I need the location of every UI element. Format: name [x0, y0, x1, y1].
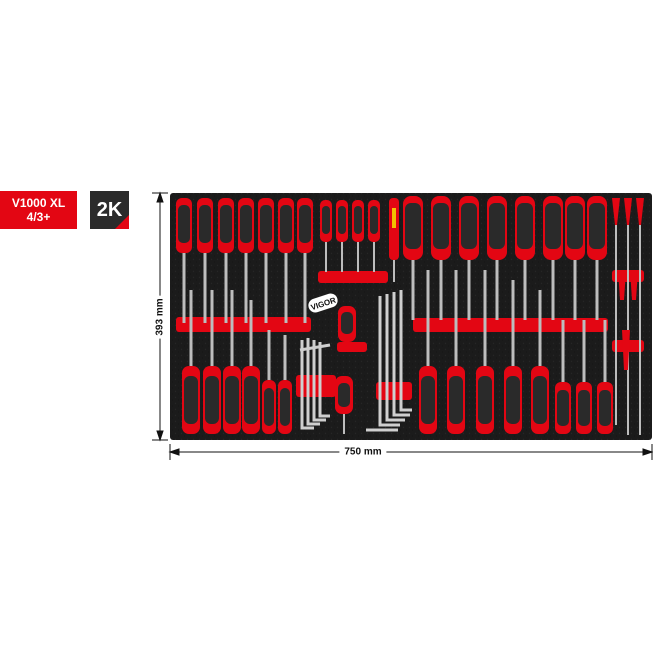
- model-name: V1000 XL: [11, 196, 66, 210]
- height-dimension-label: 393 mm: [154, 295, 166, 339]
- width-dimension-label: 750 mm: [339, 446, 387, 458]
- hex-key-set-left: [299, 338, 331, 430]
- two-component-badge: 2K: [90, 191, 129, 229]
- model-variant: 4/3+: [26, 210, 51, 224]
- bottom-right-screwdriver-set: [419, 270, 613, 434]
- top-left-screwdriver-set: [176, 198, 313, 323]
- model-badge: V1000 XL 4/3+: [0, 191, 77, 229]
- far-right-thin-tools: [612, 198, 644, 435]
- voltage-tester: [389, 198, 399, 282]
- bottom-left-screwdriver-set: [182, 290, 292, 434]
- hex-key-set-right: [366, 290, 412, 432]
- precision-screwdriver-set: [320, 200, 380, 272]
- badge-corner-triangle: [115, 215, 129, 229]
- center-stubby-screwdrivers: [335, 306, 356, 434]
- top-right-screwdriver-set: [403, 196, 607, 320]
- two-component-label: 2K: [96, 198, 123, 221]
- width-dimension-line: [168, 444, 653, 460]
- holder-rails: [176, 270, 644, 400]
